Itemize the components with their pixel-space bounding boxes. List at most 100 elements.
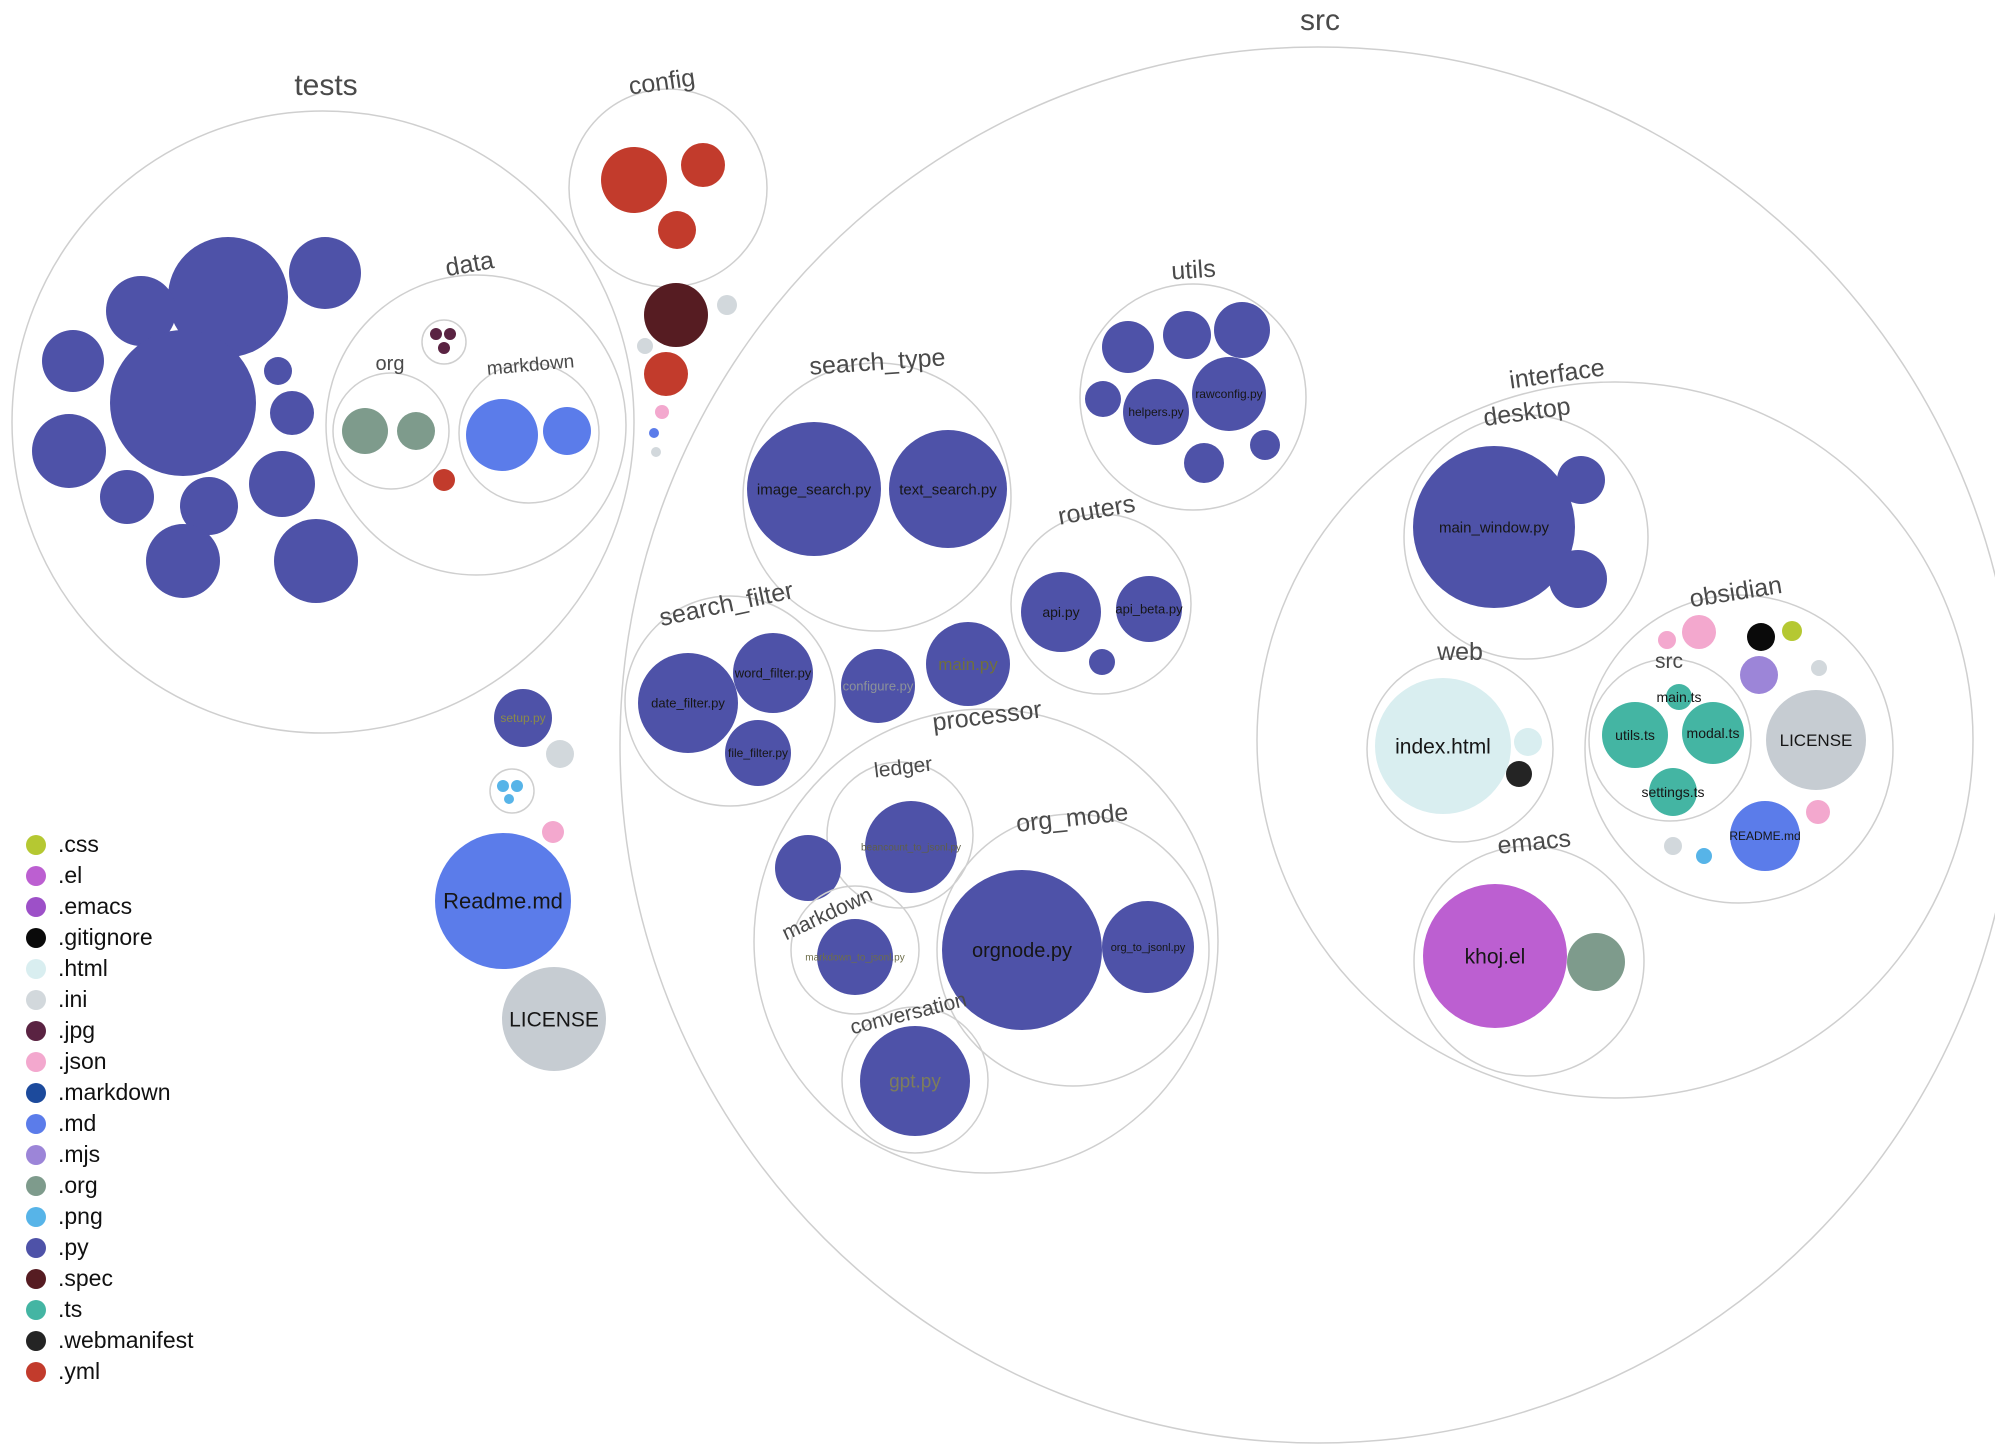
legend-item-gitignore: .gitignore <box>26 925 194 950</box>
label-readme-root: Readme.md <box>443 889 563 914</box>
label-index-html: index.html <box>1395 735 1491 758</box>
file-type-legend: .css.el.emacs.gitignore.html.ini.jpg.jso… <box>26 832 194 1384</box>
file-circle-image_search <box>747 422 881 556</box>
label-obsidian: obsidian <box>1688 571 1784 613</box>
label-setup-py: setup.py <box>500 711 545 725</box>
label-text_search: text_search.py <box>899 481 997 498</box>
legend-label-html: .html <box>58 955 108 981</box>
file-circle-settings-ts <box>1649 768 1697 816</box>
label-configure-py: configure.py <box>843 679 914 694</box>
file-circle-utils-py-6 <box>1250 430 1280 460</box>
file-circle-index-html <box>1375 678 1511 814</box>
legend-item-md: .md <box>26 1111 194 1136</box>
legend-label-md: .md <box>58 1110 97 1136</box>
legend-label-mjs: .mjs <box>58 1141 101 1167</box>
label-date_filter: date_filter.py <box>651 696 725 711</box>
label-license-obsidian: LICENSE <box>1780 731 1853 750</box>
file-circle-root-ini-1 <box>717 295 737 315</box>
file-circle-root-json-1 <box>655 405 669 419</box>
file-circle-tests-py-7 <box>264 357 292 385</box>
file-circle-config-yml-3 <box>658 211 696 249</box>
legend-swatch-ts-icon <box>26 1299 46 1320</box>
file-circle-modal-ts <box>1682 702 1744 764</box>
label-markdown_to_jsonl: markdown_to_jsonl.py <box>805 953 905 964</box>
label-search_filter: search_filter <box>657 576 796 632</box>
file-circle-obs-json-2 <box>1682 615 1716 649</box>
file-circle-configure-py <box>841 649 915 723</box>
label-gpt: gpt.py <box>889 1072 941 1093</box>
label-khoj-el: khoj.el <box>1465 945 1526 968</box>
label-rawconfig: rawconfig.py <box>1195 387 1262 401</box>
legend-swatch-mjs-icon <box>26 1144 46 1165</box>
file-circle-tests-py-4 <box>42 330 104 392</box>
dir-circle-data-images <box>421 319 467 365</box>
dir-circle-conversation <box>841 1006 989 1154</box>
file-circle-desktop-py-2 <box>1549 550 1607 608</box>
legend-swatch-yml-icon <box>26 1361 46 1382</box>
label-utils-ts: utils.ts <box>1615 727 1655 743</box>
file-circle-data-jpg-2 <box>444 328 456 340</box>
legend-item-py: .py <box>26 1235 194 1260</box>
file-circle-data-yml <box>433 469 455 491</box>
legend-label-ini: .ini <box>58 986 88 1012</box>
label-data: data <box>443 246 496 282</box>
label-data-org: org <box>376 353 405 375</box>
file-circle-root-png-2 <box>511 780 523 792</box>
file-circle-tests-py-1 <box>168 237 288 357</box>
label-interface: interface <box>1507 354 1606 395</box>
legend-item-html: .html <box>26 956 194 981</box>
file-circle-root-yml <box>644 352 688 396</box>
file-circle-obs-json-1 <box>1658 631 1676 649</box>
label-routers: routers <box>1056 490 1137 531</box>
file-circle-obs-mjs <box>1740 656 1778 694</box>
file-circle-tests-py-6 <box>32 414 106 488</box>
legend-label-jpg: .jpg <box>58 1017 96 1043</box>
label-config: config <box>627 64 697 101</box>
file-circle-readme-root <box>435 833 571 969</box>
legend-swatch-ini-icon <box>26 989 46 1010</box>
label-settings-ts: settings.ts <box>1641 784 1704 800</box>
file-circle-khoj-el <box>1423 884 1567 1028</box>
label-web: web <box>1436 638 1483 666</box>
dir-circle-obsidian <box>1584 594 1894 904</box>
file-circle-obs-ini-1 <box>1811 660 1827 676</box>
legend-swatch-el-icon <box>26 865 46 886</box>
file-circle-obs-gitignore <box>1747 623 1775 651</box>
label-beancount_to_jsonl: beancount_to_jsonl.py <box>861 843 961 854</box>
file-circle-tests-py-11 <box>249 451 315 517</box>
dir-circle-obsidian-src <box>1588 658 1752 822</box>
dir-circle-emacs <box>1413 845 1645 1077</box>
label-org_mode: org_mode <box>1015 798 1130 838</box>
label-word_filter: word_filter.py <box>734 666 812 681</box>
dir-circle-data <box>325 274 627 576</box>
file-circle-api_beta <box>1116 576 1182 642</box>
file-circle-root-png-1 <box>497 780 509 792</box>
label-license-root: LICENSE <box>509 1008 599 1031</box>
label-data-markdown: markdown <box>486 351 575 380</box>
dir-circle-desktop <box>1403 414 1649 660</box>
dir-circle-utils <box>1079 283 1307 511</box>
file-circle-org_to_jsonl <box>1102 901 1194 993</box>
file-circle-root-md-dot <box>649 428 659 438</box>
file-circle-utils-py-5 <box>1184 443 1224 483</box>
file-circle-tests-py-3 <box>289 237 361 309</box>
label-helpers: helpers.py <box>1128 405 1183 419</box>
legend-label-yml: .yml <box>58 1358 101 1384</box>
file-circle-tests-py-13 <box>274 519 358 603</box>
file-circle-readme-obsidian <box>1730 801 1800 871</box>
legend-item-png: .png <box>26 1204 194 1229</box>
label-ledger: ledger <box>873 753 934 783</box>
legend-item-spec: .spec <box>26 1266 194 1291</box>
label-orgnode: orgnode.py <box>972 940 1072 962</box>
file-circle-web-html-dot <box>1514 728 1542 756</box>
legend-item-yml: .yml <box>26 1359 194 1384</box>
file-circle-tests-py-12 <box>146 524 220 598</box>
file-circle-config-yml-1 <box>601 147 667 213</box>
label-obsidian-src: src <box>1655 650 1683 673</box>
file-circle-routers-py-1 <box>1089 649 1115 675</box>
legend-item-org: .org <box>26 1173 194 1198</box>
dir-circle-config <box>568 88 768 288</box>
file-circle-beancount_to_jsonl <box>865 801 957 893</box>
dir-circle-tests <box>11 110 635 734</box>
